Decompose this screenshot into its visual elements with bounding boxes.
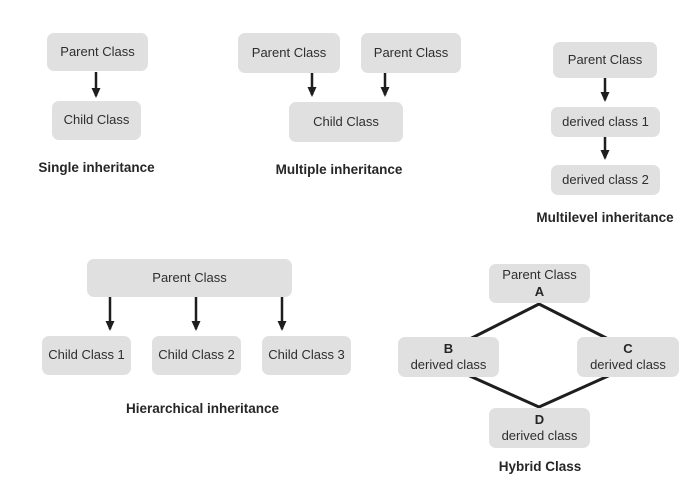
hybrid-derived-class-c-box: C derived class bbox=[577, 337, 679, 377]
hierarchical-child-class-2-label: Child Class 2 bbox=[158, 347, 235, 363]
hybrid-b-letter: B bbox=[443, 340, 454, 356]
multiple-inheritance-caption: Multiple inheritance bbox=[275, 162, 403, 177]
multiple-parent-class-2-box: Parent Class bbox=[361, 33, 461, 73]
hybrid-a-letter: A bbox=[534, 283, 545, 299]
hybrid-derived-class-b-box: B derived class bbox=[398, 337, 499, 377]
hybrid-d-title: derived class bbox=[501, 428, 578, 443]
multilevel-derived-class-1-box: derived class 1 bbox=[551, 107, 660, 137]
hybrid-derived-class-d-box: D derived class bbox=[489, 408, 590, 448]
hybrid-b-title: derived class bbox=[410, 357, 487, 372]
multilevel-parent-class-box: Parent Class bbox=[553, 42, 657, 78]
hierarchical-inheritance-caption: Hierarchical inheritance bbox=[126, 401, 280, 416]
hierarchical-child-class-1-box: Child Class 1 bbox=[42, 336, 131, 375]
hierarchical-parent-class-box: Parent Class bbox=[87, 259, 292, 297]
single-child-class-label: Child Class bbox=[63, 112, 130, 128]
multiple-parent-class-1-box: Parent Class bbox=[238, 33, 340, 73]
hybrid-a-title: Parent Class bbox=[502, 267, 577, 283]
hybrid-c-letter: C bbox=[623, 340, 633, 356]
multiple-parent-class-1-label: Parent Class bbox=[251, 44, 327, 60]
hybrid-d-letter: D bbox=[534, 411, 545, 427]
single-parent-class-box: Parent Class bbox=[47, 33, 148, 71]
hierarchical-child-class-2-box: Child Class 2 bbox=[152, 336, 241, 375]
multilevel-derived-class-2-box: derived class 2 bbox=[551, 165, 660, 195]
multiple-child-class-label: Child Class bbox=[313, 113, 379, 129]
hierarchical-child-class-3-box: Child Class 3 bbox=[262, 336, 351, 375]
multilevel-parent-class-label: Parent Class bbox=[567, 51, 643, 67]
multilevel-derived-class-1-label: derived class 1 bbox=[562, 113, 649, 129]
single-parent-class-label: Parent Class bbox=[60, 43, 135, 59]
hybrid-class-caption: Hybrid Class bbox=[498, 459, 582, 474]
hybrid-c-title: derived class bbox=[590, 357, 666, 372]
single-child-class-box: Child Class bbox=[52, 101, 141, 140]
hierarchical-child-class-3-label: Child Class 3 bbox=[268, 347, 345, 363]
multiple-child-class-box: Child Class bbox=[289, 102, 403, 142]
hierarchical-child-class-1-label: Child Class 1 bbox=[48, 347, 125, 363]
multiple-parent-class-2-label: Parent Class bbox=[373, 44, 449, 60]
hierarchical-parent-class-label: Parent Class bbox=[152, 269, 227, 285]
single-inheritance-caption: Single inheritance bbox=[38, 160, 155, 175]
multilevel-inheritance-caption: Multilevel inheritance bbox=[536, 210, 674, 225]
hybrid-parent-class-a-box: Parent Class A bbox=[489, 264, 590, 303]
multilevel-derived-class-2-label: derived class 2 bbox=[562, 171, 649, 187]
